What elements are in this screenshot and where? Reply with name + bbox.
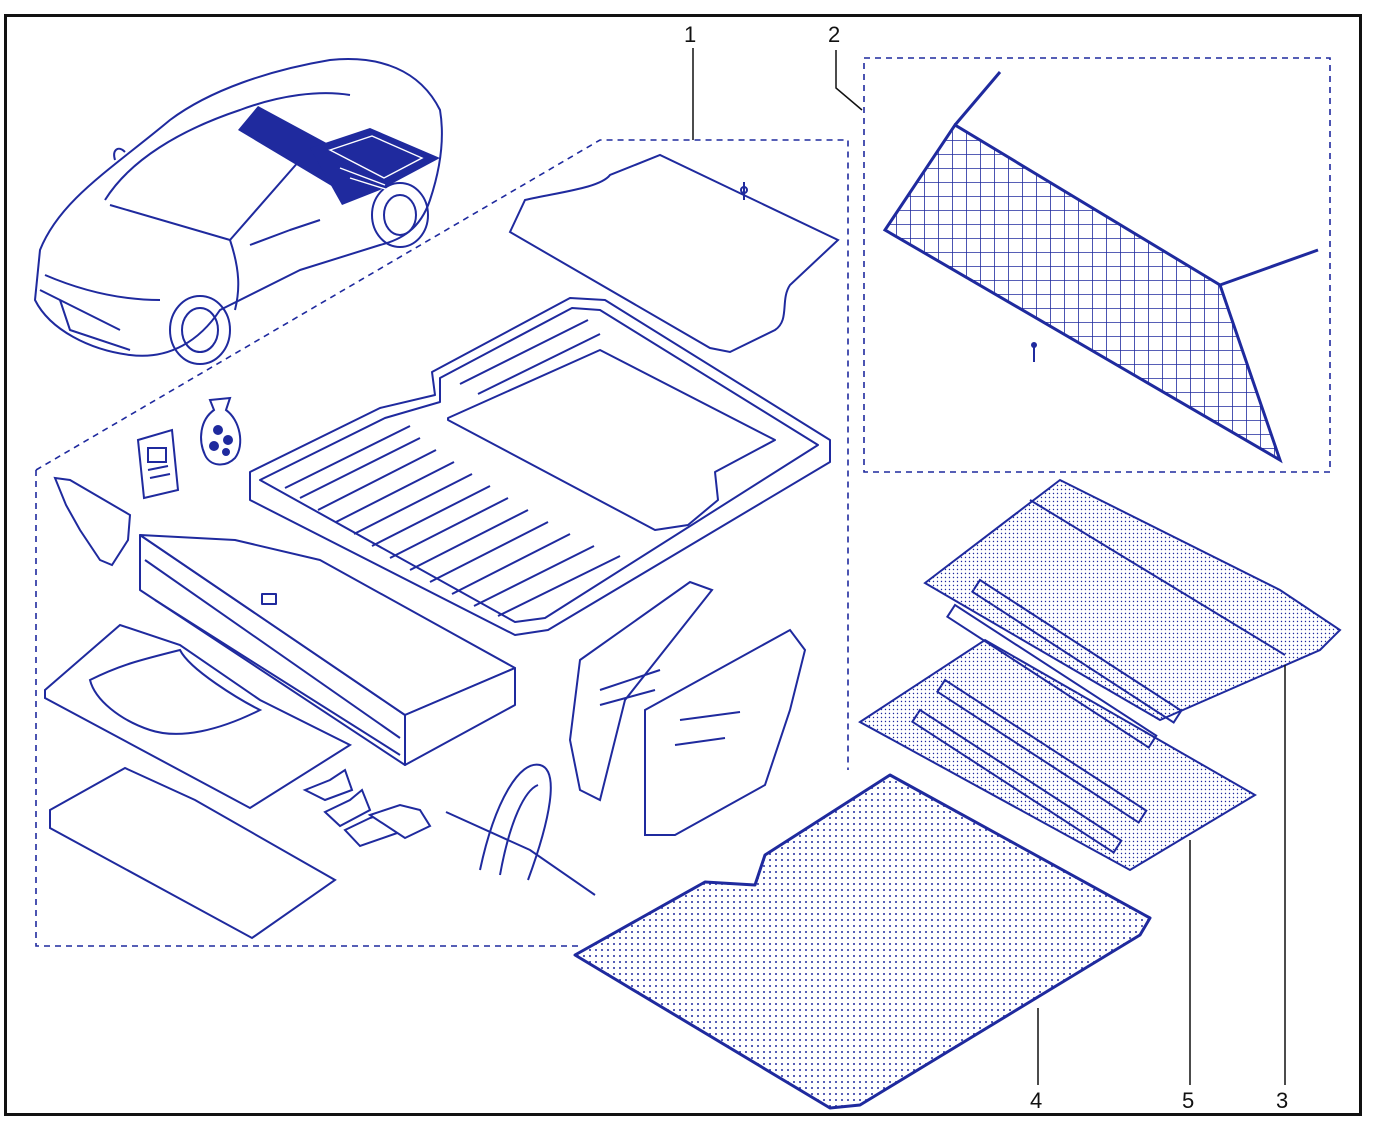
diagram-frame [4, 14, 1362, 1116]
side-trim-panel-left [568, 580, 714, 802]
trunk-tray [249, 297, 831, 636]
fixing-kit-bag [200, 396, 242, 466]
callout-5: 5 [1182, 1088, 1195, 1113]
floor-board-upper [44, 623, 353, 810]
parcel-shelf-board [508, 153, 840, 354]
instruction-booklet [136, 428, 180, 500]
car-illustration [34, 58, 443, 365]
car-trunk-detail [328, 135, 424, 193]
callout-1: 1 [684, 22, 697, 47]
rear-seat-mat-5 [858, 638, 1257, 872]
callout-leaders [692, 48, 1286, 1085]
cargo-partition-net [882, 71, 1319, 464]
mounting-brackets [302, 768, 432, 848]
callout-3: 3 [1276, 1088, 1289, 1113]
kit-group-1-boundary [35, 139, 849, 947]
tension-strap [445, 763, 596, 896]
callout-2: 2 [828, 22, 841, 47]
storage-box [139, 534, 516, 766]
side-trim-panel-right [644, 628, 807, 836]
car-trunk-highlight [238, 106, 440, 205]
callout-4: 4 [1030, 1088, 1043, 1113]
floor-board-lower [49, 766, 337, 940]
left-side-bracket [53, 476, 132, 567]
rear-seat-mat-3 [923, 478, 1342, 749]
trunk-floor-mat-4 [573, 773, 1152, 1110]
kit-group-2-boundary [863, 57, 1331, 473]
shelf-clip-icon [740, 182, 748, 200]
